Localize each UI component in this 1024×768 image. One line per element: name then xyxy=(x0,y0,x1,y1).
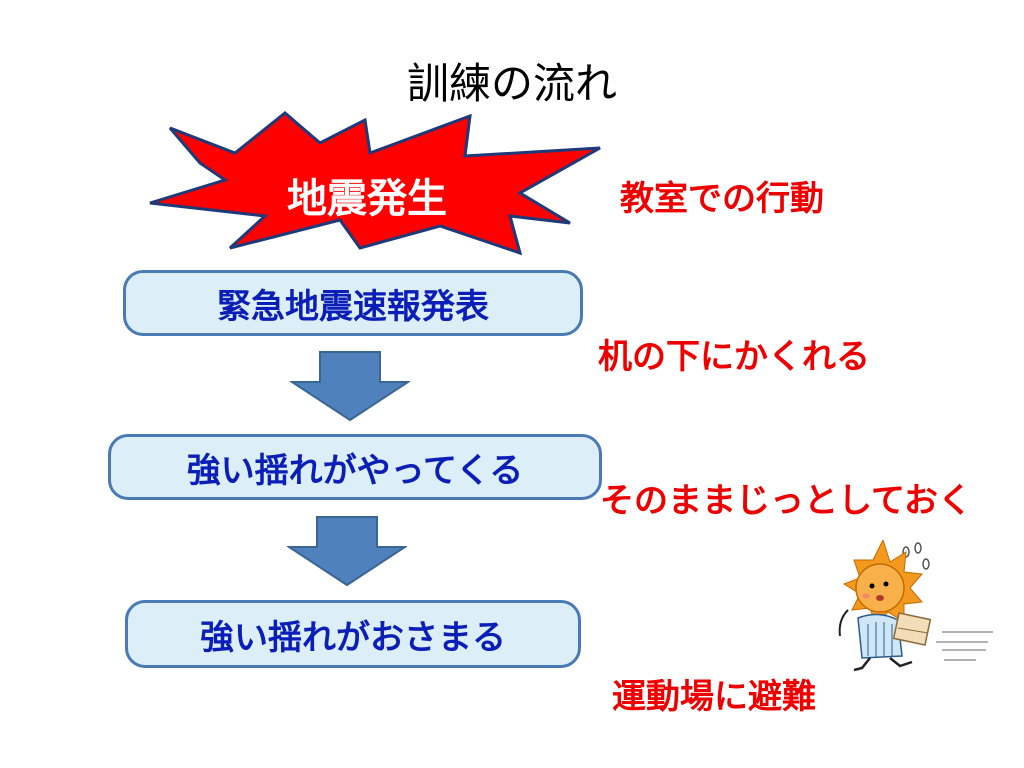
earthquake-occurs-label: 地震発生 xyxy=(287,176,447,222)
explosion-burst-shape xyxy=(149,111,601,256)
step-emergency-alert: 緊急地震速報発表 xyxy=(123,270,583,336)
step-emergency-alert-label: 緊急地震速報発表 xyxy=(217,286,489,327)
sun-character-running-with-box-icon xyxy=(838,540,993,672)
action-stay-still: そのままじっとしておく xyxy=(600,481,972,521)
down-arrow-icon xyxy=(290,351,410,422)
step-strong-shaking-coming-label: 強い揺れがやってくる xyxy=(186,450,524,491)
action-hide-under-desk: 机の下にかくれる xyxy=(598,337,870,377)
action-classroom: 教室での行動 xyxy=(620,179,824,219)
step-strong-shaking-subsides: 強い揺れがおさまる xyxy=(125,600,581,668)
step-strong-shaking-coming: 強い揺れがやってくる xyxy=(108,434,602,500)
down-arrow-icon xyxy=(287,516,407,587)
step-strong-shaking-subsides-label: 強い揺れがおさまる xyxy=(200,617,506,658)
action-evacuate-to-field: 運動場に避難 xyxy=(612,677,816,717)
page-title: 訓練の流れ xyxy=(406,59,617,108)
